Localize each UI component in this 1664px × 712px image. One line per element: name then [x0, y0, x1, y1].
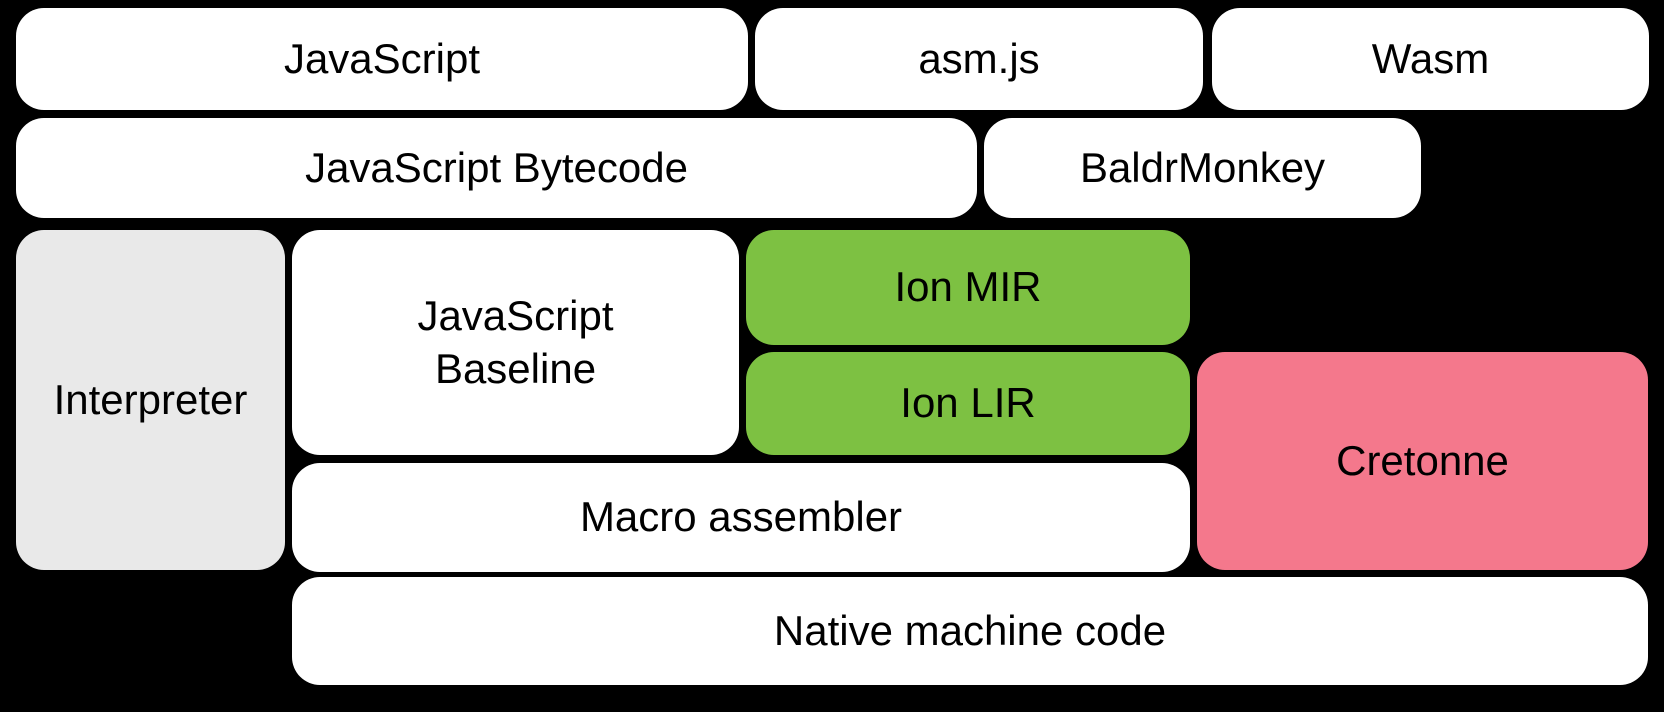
box-javascript-baseline-label: JavaScript Baseline	[417, 292, 614, 392]
box-wasm: Wasm	[1212, 8, 1649, 110]
box-cretonne: Cretonne	[1197, 352, 1648, 570]
box-macro-assembler: Macro assembler	[292, 463, 1190, 572]
box-cretonne-label: Cretonne	[1336, 436, 1509, 484]
box-ion-lir-label: Ion LIR	[900, 379, 1036, 427]
box-wasm-label: Wasm	[1371, 34, 1490, 82]
box-ion-lir: Ion LIR	[746, 352, 1190, 455]
box-javascript-baseline: JavaScript Baseline	[292, 230, 739, 455]
box-native-machine-code-label: Native machine code	[773, 606, 1167, 654]
box-javascript: JavaScript	[16, 8, 748, 110]
box-interpreter-label: Interpreter	[53, 375, 248, 423]
box-asmjs-label: asm.js	[918, 34, 1040, 82]
box-javascript-bytecode-label: JavaScript Bytecode	[305, 143, 688, 191]
box-macro-assembler-label: Macro assembler	[579, 493, 903, 541]
box-interpreter: Interpreter	[16, 230, 285, 570]
box-asmjs: asm.js	[755, 8, 1203, 110]
box-ion-mir: Ion MIR	[746, 230, 1190, 345]
box-javascript-bytecode: JavaScript Bytecode	[16, 118, 977, 218]
box-baldrmonkey: BaldrMonkey	[984, 118, 1421, 218]
box-ion-mir-label: Ion MIR	[894, 263, 1042, 311]
box-javascript-label: JavaScript	[283, 34, 481, 82]
box-baldrmonkey-label: BaldrMonkey	[1079, 143, 1326, 191]
box-native-machine-code: Native machine code	[292, 577, 1648, 685]
